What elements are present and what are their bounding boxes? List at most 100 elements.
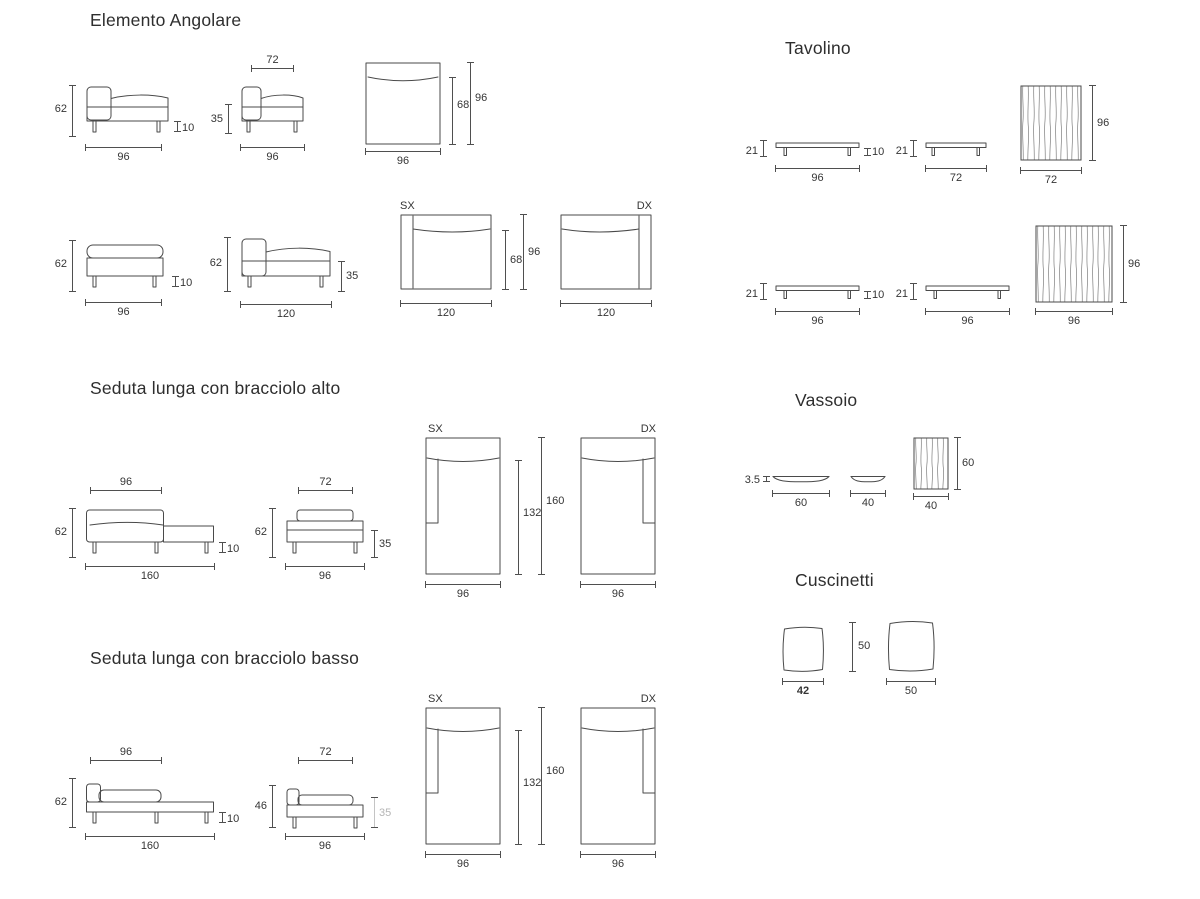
dim-line: [425, 851, 501, 858]
cushion-front-view-drawing: [885, 618, 937, 674]
top-view-sx-drawing: [425, 707, 501, 845]
dim-line: [910, 283, 917, 300]
dim-line: [760, 283, 767, 300]
tray-side-view-drawing: [772, 475, 830, 483]
corner-element-side-view-drawing: [85, 240, 165, 292]
tray-side-drawing: [850, 476, 886, 483]
dim-line: [449, 77, 456, 145]
orientation-label-dx: DX: [640, 423, 656, 435]
dim-label-height: 21: [895, 288, 908, 300]
dim-line: [240, 144, 305, 151]
dim-label-depth: 60: [962, 457, 975, 469]
table-top-view-drawing: [1020, 85, 1082, 161]
dim-line: [400, 300, 492, 307]
dim-line: [913, 493, 949, 500]
dim-line: [69, 85, 76, 137]
dim-label-back-height: 35: [379, 538, 392, 550]
long-seat-top-view-dx-drawing: [580, 707, 656, 845]
dim-label-height: 62: [209, 257, 222, 269]
dim-label-width: 50: [904, 685, 918, 697]
long-seat-side-view-drawing: [85, 778, 215, 828]
dim-label-width: 96: [811, 315, 824, 327]
corner-element-top-view-drawing: [365, 62, 441, 145]
dim-label-width: 60: [794, 497, 808, 509]
top-view-sx-drawing: [425, 437, 501, 575]
table-side-drawing: [925, 285, 1010, 299]
dim-label-leg-height: 10: [182, 122, 195, 134]
bench-side-drawing: [86, 244, 164, 288]
dim-label-inner-depth: 132: [523, 777, 542, 789]
dim-line: [560, 300, 652, 307]
dim-label-width: 72: [949, 172, 963, 184]
dim-line: [580, 581, 656, 588]
seat-side-drawing: [286, 788, 364, 829]
dim-line: [425, 581, 501, 588]
dim-label-width: 96: [961, 315, 974, 327]
dim-label-height: 62: [54, 103, 67, 115]
long-seat-top-view-dx-drawing: [580, 437, 656, 575]
dim-line: [850, 490, 886, 497]
dim-label-width: 96: [396, 155, 410, 167]
dim-label-width: 96: [117, 151, 130, 163]
dim-line: [371, 530, 378, 558]
long-seat-side-drawing: [86, 509, 214, 554]
dim-label-width: 96: [117, 306, 130, 318]
dim-label-height: 21: [745, 288, 758, 300]
dim-label-width: 72: [1044, 174, 1058, 186]
section-title-vassoio: Vassoio: [795, 390, 858, 410]
orientation-label-dx: DX: [636, 200, 652, 212]
dim-line: [925, 308, 1010, 315]
long-seat-side-drawing: [86, 783, 214, 824]
dim-line: [772, 490, 830, 497]
table-side-view-drawing: [925, 140, 987, 157]
dim-line: [269, 508, 276, 558]
dim-line: [954, 437, 961, 490]
dim-label-depth: 96: [528, 246, 541, 258]
dim-line: [864, 148, 871, 156]
dim-label-width: 40: [924, 500, 938, 512]
dim-line: [910, 140, 917, 157]
dim-line: [298, 487, 353, 494]
orientation-label-dx: DX: [640, 693, 656, 705]
tray-top-drawing: [913, 437, 949, 490]
dim-label-depth: 96: [475, 92, 488, 104]
dim-line: [85, 563, 215, 570]
dim-label-height: 50: [858, 640, 871, 652]
armchair-side-drawing: [241, 238, 331, 288]
dim-line: [371, 797, 378, 828]
dim-label-height: 62: [54, 796, 67, 808]
dim-label-depth: 160: [546, 495, 565, 507]
dim-label-depth: 96: [1097, 117, 1110, 129]
dim-label-width: 96: [811, 172, 824, 184]
table-side-drawing: [775, 285, 860, 299]
dim-line: [85, 833, 215, 840]
dim-line: [864, 291, 871, 299]
dim-line: [85, 144, 162, 151]
dim-label-width: 96: [318, 840, 332, 852]
dim-label-height: 62: [54, 526, 67, 538]
dim-label-width: 160: [140, 840, 160, 852]
table-top-drawing: [1020, 85, 1082, 161]
dim-label-top-width: 72: [319, 746, 332, 758]
dim-line: [219, 812, 226, 823]
dim-label-leg-height: 10: [872, 289, 885, 301]
dim-label-top-width: 96: [119, 476, 133, 488]
dim-label-width: 120: [436, 307, 456, 319]
dim-line: [338, 261, 345, 292]
long-seat-side-view-drawing: [85, 508, 215, 558]
corner-element-top-view-dx-drawing: [560, 214, 652, 290]
dim-line: [502, 230, 509, 290]
dim-label-height: 62: [254, 526, 267, 538]
armchair-side-drawing: [86, 86, 169, 133]
corner-element-side-view-drawing: [240, 85, 305, 137]
dim-label-width: 42: [796, 685, 810, 697]
dim-label-width: 40: [861, 497, 875, 509]
dim-line: [285, 833, 365, 840]
top-view-sx-drawing: [400, 214, 492, 290]
dim-line: [285, 563, 365, 570]
dim-line: [775, 308, 860, 315]
dim-label-seat-height: 35: [346, 270, 359, 282]
table-side-view-drawing: [925, 283, 1010, 300]
top-view-dx-drawing: [560, 214, 652, 290]
dim-label-leg-height: 10: [227, 813, 240, 825]
